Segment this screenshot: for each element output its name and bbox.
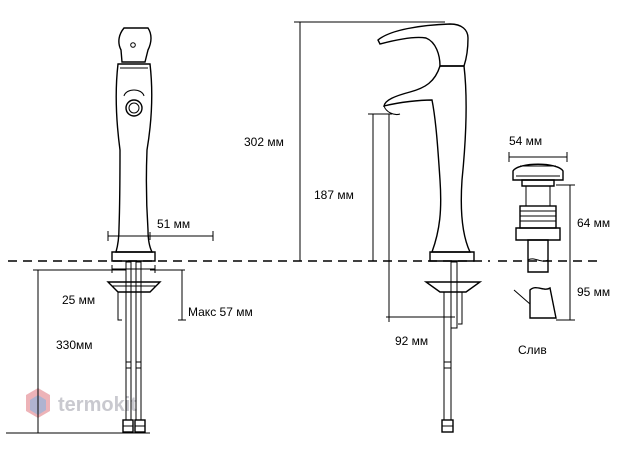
- dimension-25: 25 мм: [62, 265, 156, 307]
- termokit-logo: termokit: [26, 388, 137, 418]
- dimension-label-64: 64 мм: [577, 216, 610, 230]
- drain-assembly: [512, 163, 564, 319]
- dimension-max-57: Макс 57 мм: [150, 269, 253, 321]
- faucet-front-view: [377, 23, 483, 433]
- dimension-label-330: 330мм: [56, 338, 93, 352]
- dimension-label-51: 51 мм: [157, 217, 190, 231]
- dimension-187: 187 мм: [314, 113, 392, 261]
- dimension-92: 92 мм: [386, 114, 455, 348]
- dimension-51: 51 мм: [107, 217, 214, 241]
- dimension-95: 95 мм: [556, 261, 610, 321]
- dimension-label-302: 302 мм: [244, 135, 284, 149]
- faucet-side-view: [106, 27, 162, 433]
- dimension-302: 302 мм: [244, 21, 445, 261]
- dimension-54: 54 мм: [508, 134, 568, 162]
- logo-text: termokit: [58, 394, 137, 416]
- dimension-330: 330мм: [6, 269, 150, 434]
- dimension-label-max-57: Макс 57 мм: [188, 305, 253, 319]
- dimension-64: 64 мм: [556, 184, 610, 261]
- dimension-label-92: 92 мм: [395, 334, 428, 348]
- dimension-label-25: 25 мм: [62, 293, 95, 307]
- dimension-label-187: 187 мм: [314, 188, 354, 202]
- dimension-label-54: 54 мм: [509, 134, 542, 148]
- drain-label: Слив: [518, 343, 547, 357]
- dimension-label-95: 95 мм: [577, 285, 610, 299]
